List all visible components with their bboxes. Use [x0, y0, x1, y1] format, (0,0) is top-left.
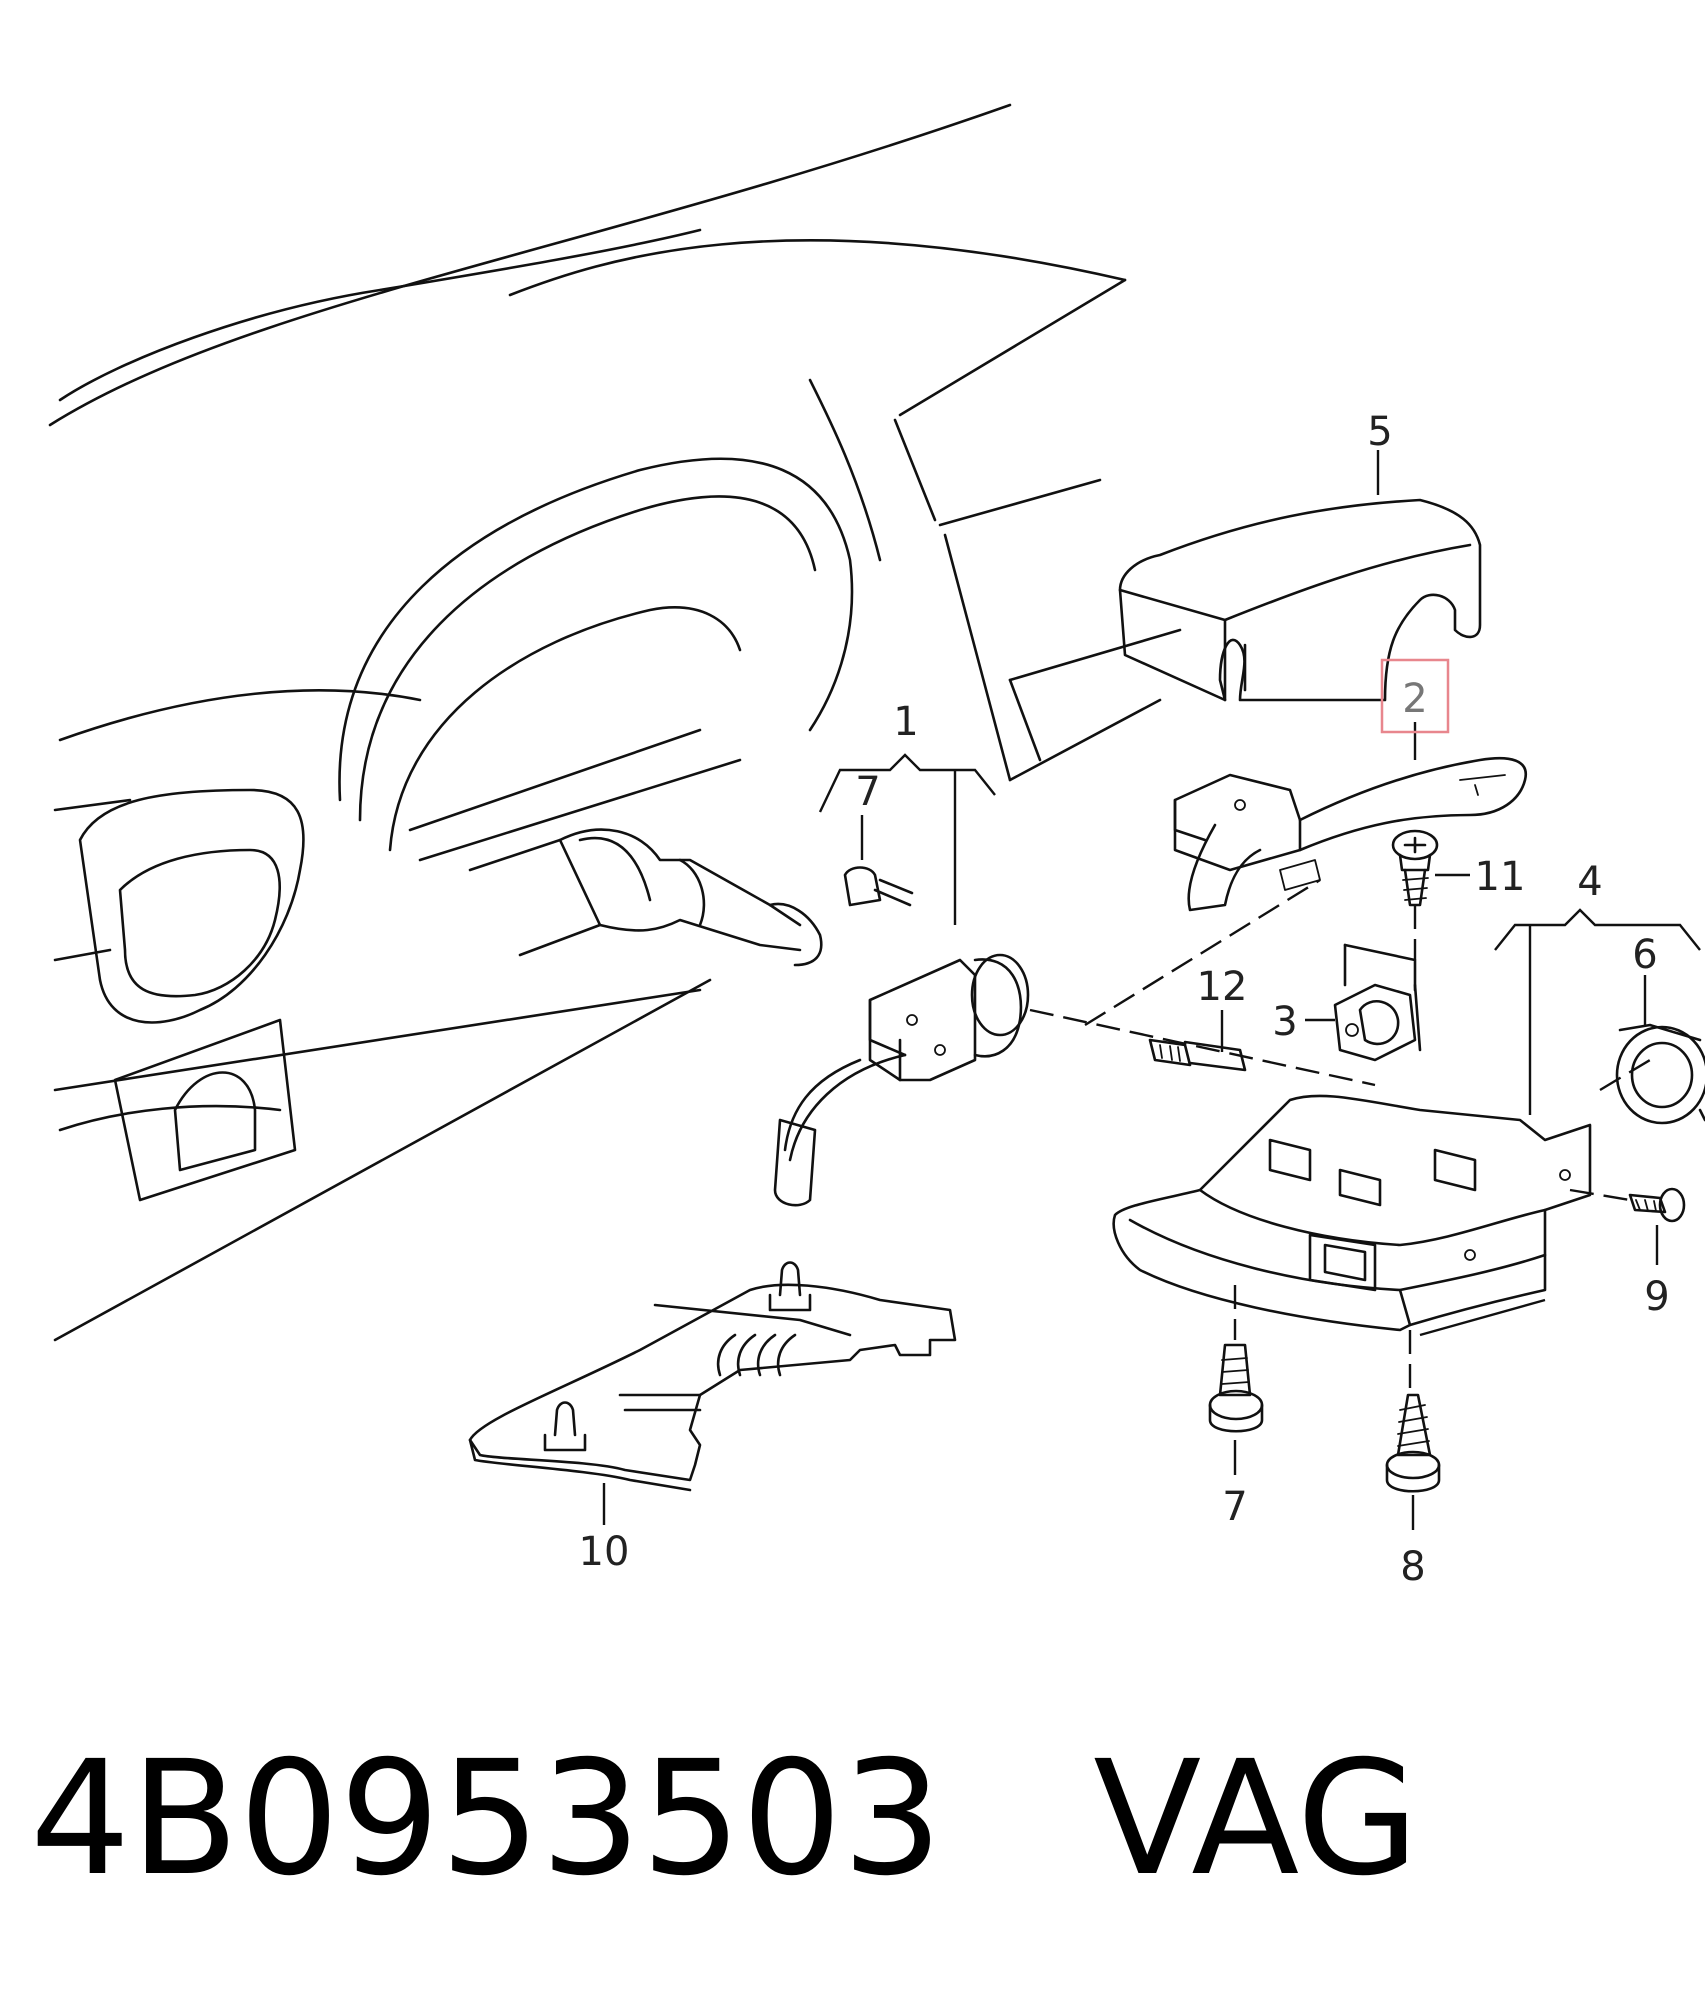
- screw-7-bottom: [1208, 1343, 1264, 1433]
- callout-1: 1: [893, 699, 918, 745]
- lower-column-cover: [1112, 1094, 1592, 1332]
- part-number-caption: 4B0953503 VAG: [30, 1740, 1630, 1898]
- callout-2: 2: [1402, 676, 1427, 722]
- callout-7-bottom: 7: [1222, 1484, 1247, 1530]
- bracket-plate: [468, 1261, 957, 1492]
- stud-bolt: [1148, 1038, 1247, 1072]
- callout-6: 6: [1632, 932, 1657, 978]
- brand-name: VAG: [1093, 1727, 1419, 1911]
- callout-12: 12: [1197, 964, 1248, 1010]
- highlight-box: [1380, 658, 1450, 734]
- callout-4: 4: [1577, 859, 1602, 905]
- callout-5: 5: [1367, 409, 1392, 455]
- callout-11: 11: [1475, 854, 1526, 900]
- callout-labels: 1 2 3 4 5 6 7 7 8 9 10 11 12: [579, 409, 1670, 1590]
- dashboard-outline: [48, 103, 1182, 1342]
- callout-9: 9: [1644, 1274, 1669, 1320]
- wiper-switch: [1173, 756, 1528, 912]
- screw-9: [1628, 1187, 1686, 1223]
- callout-leaders: [602, 450, 1701, 1530]
- callout-7-left: 7: [855, 769, 880, 815]
- combination-switch-assembly: [773, 866, 1030, 1207]
- callout-10: 10: [579, 1529, 630, 1575]
- callout-8: 8: [1400, 1544, 1425, 1590]
- small-switch: [1333, 943, 1422, 1062]
- screw-11: [1391, 829, 1439, 907]
- grommet-ring: [1615, 1023, 1705, 1125]
- caption-spacer: [943, 1727, 1094, 1911]
- part-number: 4B0953503: [30, 1727, 943, 1911]
- assembly-axis-lines: [1029, 878, 1651, 1390]
- callout-3: 3: [1272, 999, 1297, 1045]
- screw-8: [1385, 1393, 1441, 1493]
- upper-column-cover: [1118, 498, 1482, 702]
